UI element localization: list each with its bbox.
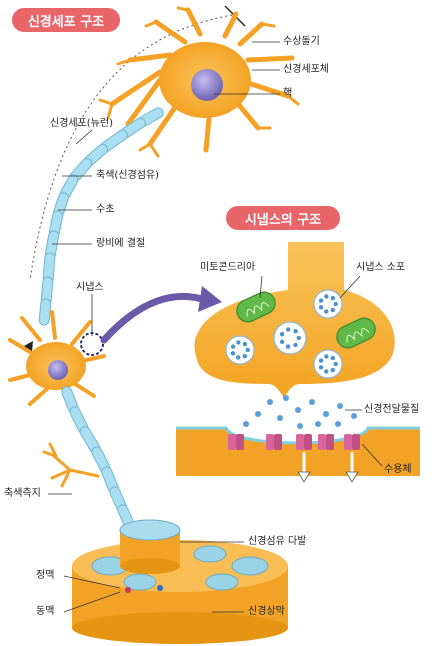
label-receptor: 수용체 [384,464,412,475]
label-synapse: 시냅스 [76,282,104,293]
zoom-arrow [100,292,209,344]
title-neuron-structure: 신경세포 구조 [12,8,120,32]
cell-body [98,6,300,158]
axon-lower [61,386,135,530]
artery-dot [125,587,131,593]
label-axon-terminal: 축색측지 [4,488,41,499]
mitochondrion-left [236,291,276,323]
connection-arc [29,14,233,281]
leader-lines [48,41,383,613]
label-synaptic-vesicle: 시냅스 소포 [356,262,406,273]
lower-neuron [8,310,106,406]
label-artery: 동맥 [36,606,55,617]
label-mitochondria: 미토콘드리아 [200,262,256,273]
label-dendrite: 수상돌기 [283,36,320,47]
label-nerve-fiber-bundle: 신경섬유 다발 [248,536,307,547]
nerve-bundle [72,519,288,644]
label-nucleus: 핵 [283,88,293,99]
label-axon: 축색(신경섬유) [96,170,160,181]
axon-terminal-branch [42,442,100,488]
title-synapse-structure: 시냅스의 구조 [226,206,340,230]
label-myelin: 수초 [96,204,115,215]
label-neurotransmitter: 신경전달물질 [364,404,420,415]
mitochondrion-right [336,317,376,349]
label-node-of-ranvier: 랑비에 결절 [96,238,146,249]
label-neuron: 신경세포(뉴런) [50,118,114,129]
label-vein: 정맥 [36,570,55,581]
vein-dot [157,585,163,591]
synapse-highlight [80,332,104,356]
label-perineurium: 신경상막 [248,606,285,617]
arc-arrow-head [24,341,33,352]
nucleus [191,69,223,101]
synapse-detail [176,242,420,483]
label-cell-body: 신경세포체 [283,64,329,75]
